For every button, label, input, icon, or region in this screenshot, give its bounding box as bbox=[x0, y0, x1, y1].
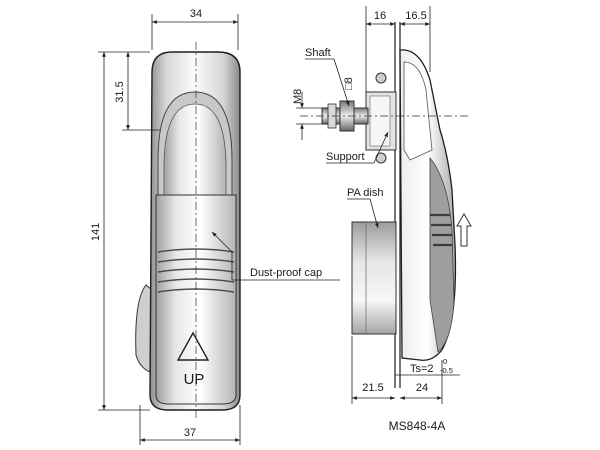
dim-bottom-left: 21.5 bbox=[362, 382, 383, 394]
side-view: 16 16.5 Shaft □8 M8 Support PA dish 21.5… bbox=[292, 6, 472, 433]
dim-height-upper: 31.5 bbox=[114, 81, 126, 102]
label-support: Support bbox=[326, 151, 365, 163]
label-shaft: Shaft bbox=[305, 47, 331, 59]
label-ts: Ts=2 bbox=[410, 363, 434, 375]
dim-bottom-right: 24 bbox=[416, 382, 428, 394]
label-shaft-square: □8 bbox=[343, 77, 355, 90]
lever-hinge bbox=[135, 284, 153, 373]
label-pa-dish: PA dish bbox=[347, 187, 384, 199]
dim-width-bottom: 37 bbox=[184, 427, 196, 439]
label-dust-proof-cap: Dust-proof cap bbox=[250, 267, 322, 279]
ts-tol-upper: 0 bbox=[443, 357, 447, 366]
pa-dish bbox=[351, 221, 397, 335]
front-view: UP 34 37 141 31.5 Dust-proof cap bbox=[90, 8, 340, 445]
ts-tol-lower: -0.5 bbox=[440, 366, 453, 375]
up-arrow-icon bbox=[176, 331, 210, 361]
label-thread-m8: M8 bbox=[292, 89, 304, 104]
up-text: UP bbox=[184, 371, 205, 388]
dim-width-top: 34 bbox=[190, 8, 202, 20]
dim-height-total: 141 bbox=[90, 223, 102, 241]
dim-side-right: 16.5 bbox=[405, 10, 426, 22]
screws bbox=[375, 72, 387, 164]
side-grooves bbox=[430, 213, 452, 247]
model-number: MS848-4A bbox=[389, 419, 446, 433]
dim-side-left: 16 bbox=[374, 10, 386, 22]
push-up-arrow-icon bbox=[456, 213, 472, 247]
